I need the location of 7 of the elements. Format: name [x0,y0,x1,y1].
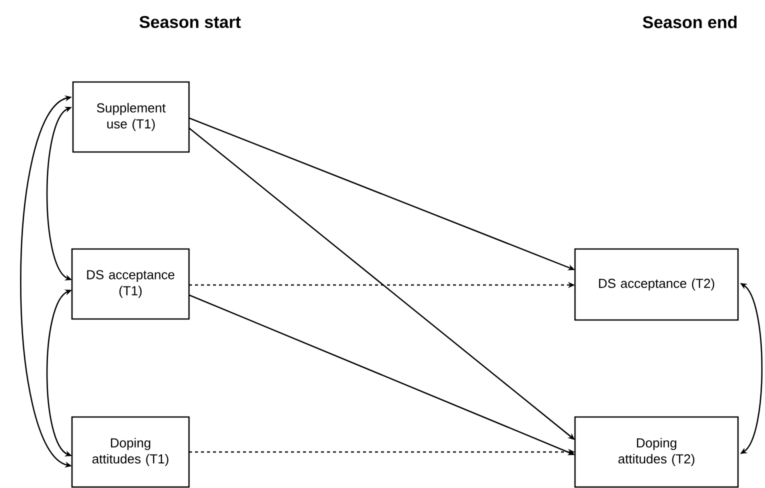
variable-box: Supplement use (T1) [72,81,190,153]
column-heading: Season end [642,16,737,28]
variable-box: Doping attitudes (T1) [71,416,190,488]
variable-box: DS acceptance (T2) [574,248,739,321]
variable-box: Doping attitudes (T2) [574,416,739,488]
variable-box: DS acceptance (T1) [71,248,190,320]
column-heading: Season start [139,16,241,28]
